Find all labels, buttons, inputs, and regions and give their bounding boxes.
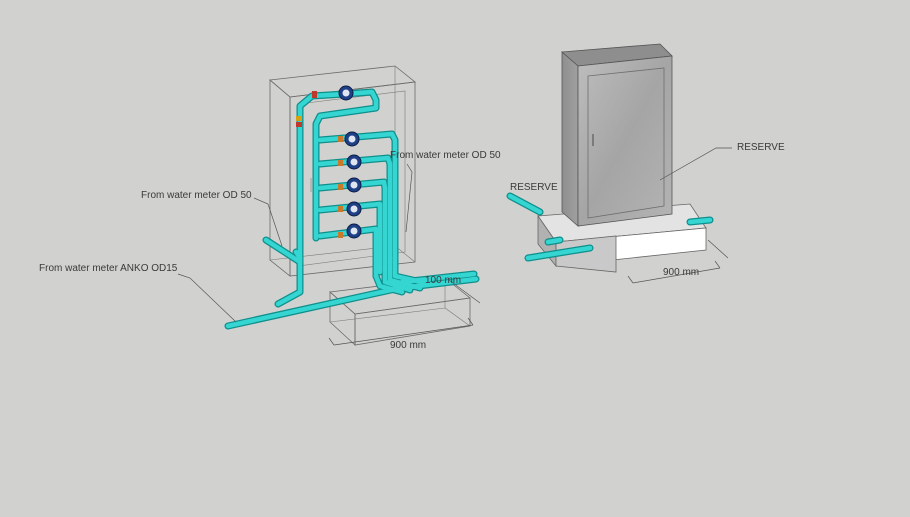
pipe-segment [382, 265, 413, 293]
left-plinth [329, 277, 471, 346]
pipe-segment [317, 226, 379, 279]
pipe-segment [407, 276, 479, 290]
dimension-width-left: 900 mm [390, 340, 426, 351]
pipe-segment [297, 91, 348, 261]
left-piping [224, 88, 480, 330]
right-pipes [506, 192, 714, 262]
right-assembly [506, 43, 732, 284]
pipe-segment [373, 273, 405, 295]
water-meter-icon [344, 131, 360, 147]
label-reserve-right: RESERVE [737, 142, 785, 153]
right-cabinet [561, 43, 673, 227]
left-annotations [177, 163, 481, 346]
dimension-depth-left: 100 mm [425, 275, 461, 286]
dimension-width-right: 900 mm [663, 267, 699, 278]
pipe-segment [507, 193, 543, 215]
label-od50-left: From water meter OD 50 [141, 190, 252, 201]
water-meter-icon [346, 223, 362, 239]
water-meters [338, 85, 362, 239]
pipe-segment [545, 237, 563, 245]
label-anko-od15: From water meter ANKO OD15 [39, 263, 178, 274]
pipe-segment [225, 285, 403, 329]
pipe-segment [263, 237, 303, 265]
pipe-segment [399, 271, 477, 285]
pipe-segment [687, 217, 713, 225]
water-meter-icon [346, 201, 362, 217]
water-meter-icon [346, 177, 362, 193]
label-od50-mid: From water meter OD 50 [390, 150, 501, 161]
water-meter-icon [346, 154, 362, 170]
pipe-segment [313, 89, 379, 241]
water-meter-icon [338, 85, 354, 101]
label-reserve-mid: RESERVE [510, 182, 558, 193]
right-annotations [627, 147, 732, 284]
left-fittings [296, 91, 343, 238]
pipe-segment [525, 245, 593, 261]
labels: From water meter OD 50 From water meter … [39, 142, 785, 351]
left-assembly [177, 65, 481, 346]
